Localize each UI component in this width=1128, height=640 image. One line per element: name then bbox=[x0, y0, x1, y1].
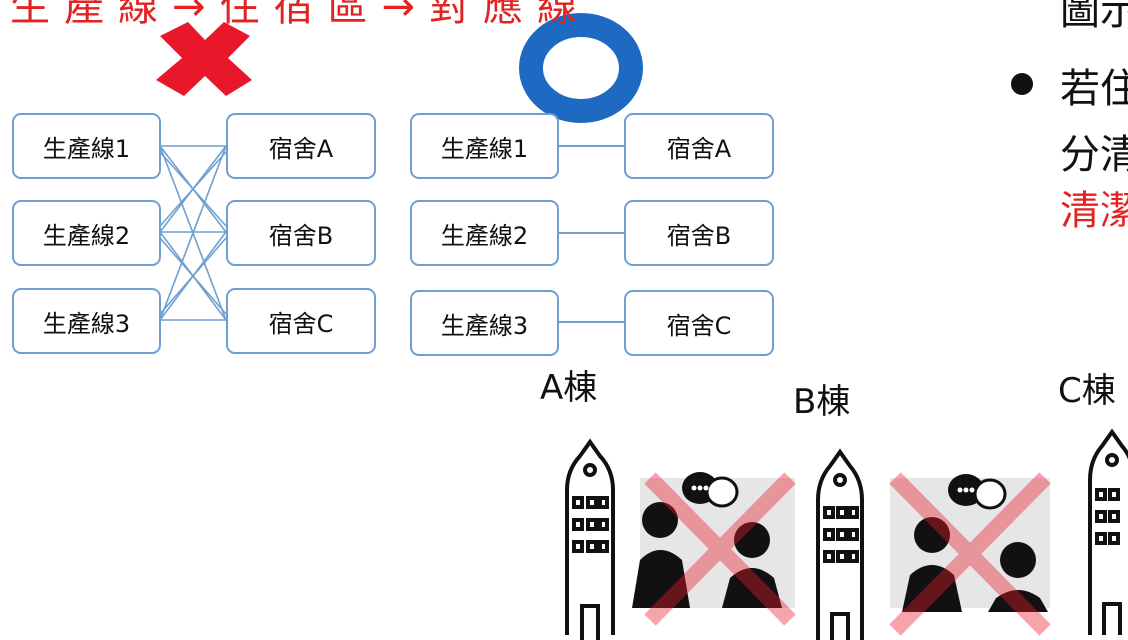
cross-icon bbox=[156, 22, 252, 96]
right-text-line-1: 圖示 bbox=[1060, 0, 1128, 34]
right-dorm-a: 宿舍A bbox=[624, 113, 774, 179]
right-dorm-b: 宿舍B bbox=[624, 200, 774, 266]
building-a-icon bbox=[565, 438, 615, 640]
building-c-label: C棟 bbox=[1058, 371, 1116, 411]
right-line-2: 生產線2 bbox=[410, 200, 559, 266]
right-line-1: 生產線1 bbox=[410, 113, 559, 179]
right-text-line-3: 分清 bbox=[1060, 132, 1128, 178]
right-line-3: 生產線3 bbox=[410, 290, 559, 356]
bullet-icon bbox=[1011, 73, 1033, 95]
left-dorm-c: 宿舍C bbox=[226, 288, 376, 354]
circle-icon bbox=[519, 13, 643, 123]
top-heading: 生產線→住宿區→對應線 bbox=[10, 0, 592, 30]
people-talking-icon-1 bbox=[632, 472, 796, 626]
left-line-2: 生產線2 bbox=[12, 200, 161, 266]
right-text-line-2: 若住 bbox=[1060, 66, 1128, 112]
building-b-label: B棟 bbox=[793, 382, 851, 422]
left-dorm-a: 宿舍A bbox=[226, 113, 376, 179]
left-line-1: 生產線1 bbox=[12, 113, 161, 179]
right-dorm-c: 宿舍C bbox=[624, 290, 774, 356]
right-text-line-4: 清潔 bbox=[1060, 188, 1128, 234]
building-c-icon bbox=[1088, 428, 1128, 635]
building-a-label: A棟 bbox=[540, 368, 598, 408]
left-dorm-b: 宿舍B bbox=[226, 200, 376, 266]
people-talking-icon-2 bbox=[889, 472, 1051, 636]
left-line-3: 生產線3 bbox=[12, 288, 161, 354]
building-b-icon bbox=[816, 448, 864, 640]
